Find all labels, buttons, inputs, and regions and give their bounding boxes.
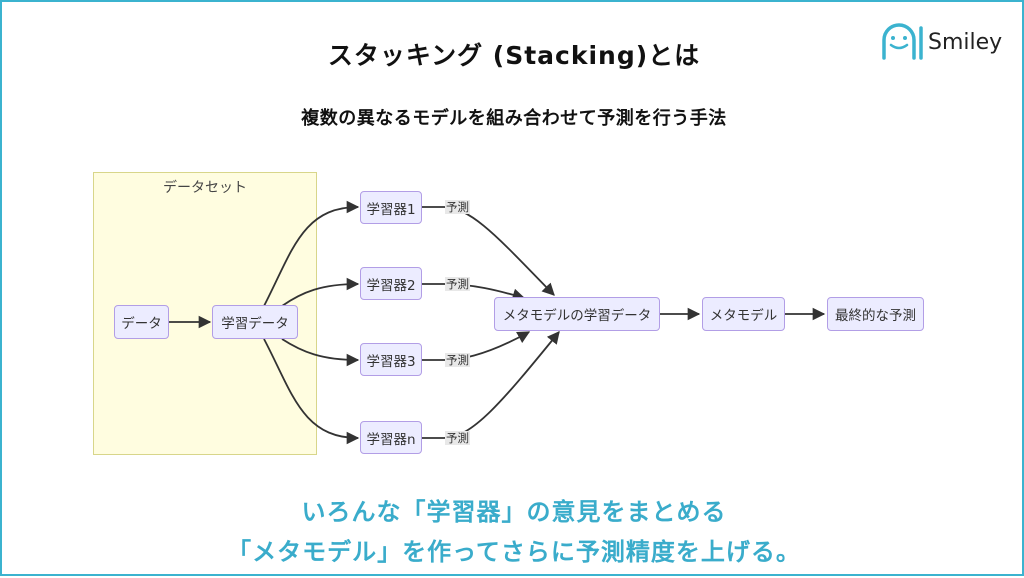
edge-label-prediction-2: 予測 bbox=[445, 277, 470, 291]
node-data: データ bbox=[114, 305, 169, 339]
edge-training-to-learner2 bbox=[281, 277, 360, 307]
footer-line-1: いろんな「学習器」の意見をまとめる bbox=[301, 498, 727, 526]
node-meta-model: メタモデル bbox=[702, 297, 785, 331]
node-learner-n: 学習器n bbox=[360, 421, 422, 454]
node-final-prediction: 最終的な予測 bbox=[827, 297, 924, 331]
node-learner-2: 学習器2 bbox=[360, 267, 422, 300]
footer-line-2: 「メタモデル」を作ってさらに予測精度を上げる。 bbox=[227, 538, 801, 566]
node-training-data: 学習データ bbox=[212, 305, 298, 339]
node-learner-1: 学習器1 bbox=[360, 191, 422, 224]
edge-label-prediction-1: 予測 bbox=[445, 200, 470, 214]
slide-subtitle: 複数の異なるモデルを組み合わせて予測を行う手法 bbox=[301, 108, 727, 129]
node-learner-3: 学習器3 bbox=[360, 343, 422, 376]
slide-title: スタッキング (Stacking)とは bbox=[327, 41, 701, 70]
dataset-cluster-label: データセット bbox=[163, 180, 247, 196]
edge-training-to-learnern bbox=[263, 338, 360, 445]
node-meta-training-data: メタモデルの学習データ bbox=[494, 297, 660, 331]
logo-text: Smiley bbox=[928, 30, 1003, 55]
edge-learner2-to-meta bbox=[422, 283, 526, 301]
edge-learner3-to-meta bbox=[422, 331, 531, 361]
edge-label-prediction-n: 予測 bbox=[445, 431, 470, 445]
edge-learner1-to-meta bbox=[422, 206, 555, 296]
edge-training-to-learner3 bbox=[281, 338, 360, 367]
edge-training-to-learner1 bbox=[263, 200, 360, 307]
ai-smiley-face-icon bbox=[882, 23, 923, 60]
edge-label-prediction-3: 予測 bbox=[445, 353, 470, 367]
logo: Smiley bbox=[880, 20, 1015, 60]
edge-learnern-to-meta bbox=[422, 331, 560, 439]
